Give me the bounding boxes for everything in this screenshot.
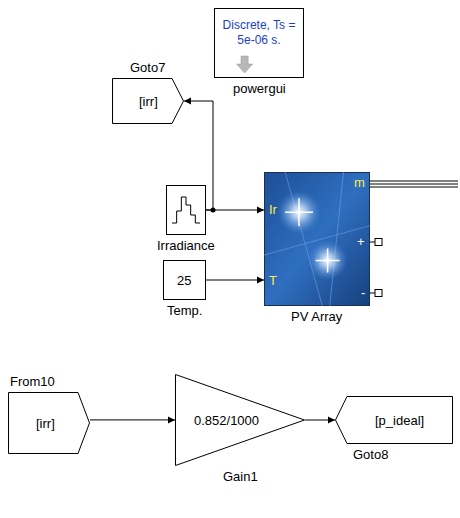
block-name: PV Array (291, 309, 342, 324)
block-text: Discrete, Ts = 5e-06 s. (221, 18, 297, 48)
pv-array-block: IrTm+-PV Array (264, 172, 370, 306)
block-name: Temp. (167, 303, 202, 318)
conn-ports (370, 239, 382, 297)
pv-outline (264, 172, 370, 306)
arrowhead (257, 207, 264, 214)
block-name: Goto7 (130, 60, 165, 75)
constant-block: 25Temp. (163, 260, 206, 300)
signal-line (305, 417, 335, 424)
signal-builder-block: Irradiance (166, 185, 206, 235)
wire (206, 280, 264, 281)
block-name: powergui (233, 81, 286, 96)
block-name: Gain1 (223, 469, 258, 484)
gain-block: 0.852/1000Gain1 (175, 374, 305, 466)
goto-block: Goto7[irr] (112, 78, 184, 124)
wire (90, 419, 175, 420)
bus-output (370, 181, 458, 187)
port-label: Ir (269, 202, 277, 217)
block-text: [irr] (36, 416, 55, 431)
block-text: [irr] (139, 94, 158, 109)
block-text: 25 (177, 273, 191, 288)
arrowhead (257, 277, 264, 284)
port-label: T (269, 273, 277, 288)
block-text: [p_ideal] (375, 413, 424, 428)
powergui-block: Discrete, Ts = 5e-06 s.powergui (214, 8, 304, 78)
arrowhead (328, 417, 335, 424)
signal-line (90, 416, 175, 423)
arrowhead (168, 416, 175, 423)
signal-line (206, 207, 264, 214)
branch-point (211, 208, 216, 213)
block-name: From10 (10, 374, 55, 389)
arrowhead (184, 98, 191, 105)
port-label: + (357, 234, 365, 249)
port-label: - (361, 285, 365, 300)
from-block: From10[irr] (8, 392, 90, 454)
signal-line (206, 277, 264, 284)
block-name: Goto8 (353, 447, 388, 462)
block-name: Irradiance (157, 238, 215, 253)
rect-outline (166, 185, 206, 235)
block-text: 0.852/1000 (194, 413, 259, 428)
goto-block: [p_ideal]Goto8 (335, 396, 453, 444)
port-label: m (354, 175, 365, 190)
